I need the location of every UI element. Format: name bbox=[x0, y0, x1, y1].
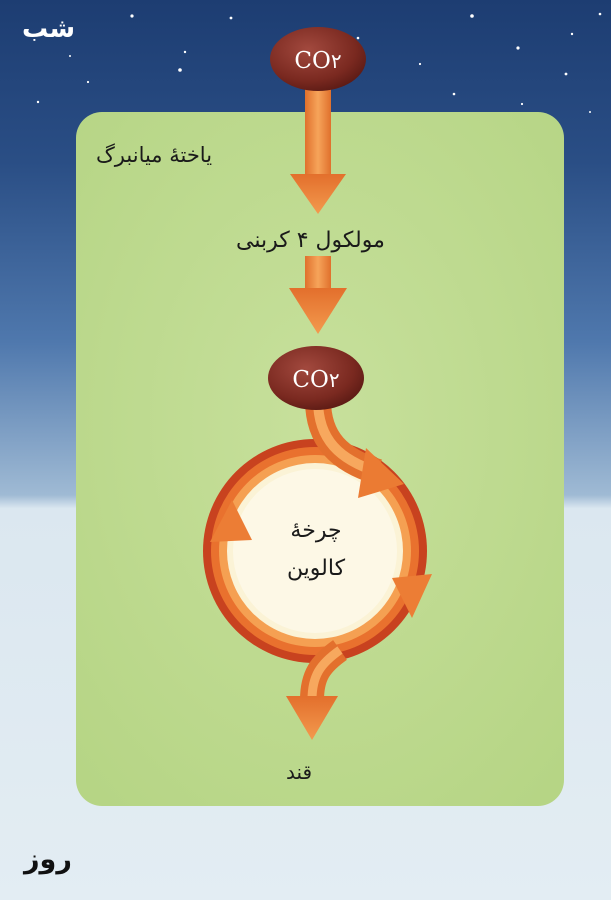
co2-top-text: CO bbox=[294, 48, 330, 74]
svg-text:CO۲: CO۲ bbox=[292, 367, 339, 393]
arrow-co2-into-cycle bbox=[305, 399, 404, 498]
arrow-co2-to-four-carbon bbox=[290, 82, 346, 214]
day-label: روز bbox=[24, 844, 72, 875]
co2-middle-text: CO bbox=[292, 367, 328, 393]
arrow-four-carbon-to-co2 bbox=[289, 256, 347, 334]
calvin-cycle-ring bbox=[203, 439, 427, 663]
co2-molecule-middle: CO۲ bbox=[268, 346, 364, 410]
cycle-arrowheads bbox=[210, 500, 432, 618]
svg-text:CO۲: CO۲ bbox=[294, 48, 341, 74]
mesophyll-cell-label: یاختهٔ میانبرگ bbox=[96, 143, 213, 167]
co2-molecule-top: CO۲ bbox=[270, 27, 366, 91]
four-carbon-molecule-label: مولکول ۴ کربنی bbox=[236, 228, 385, 253]
co2-top-subscript: ۲ bbox=[331, 49, 342, 73]
stars bbox=[36, 12, 602, 113]
calvin-cycle-label-line1: چرخهٔ bbox=[290, 518, 342, 543]
calvin-cycle-label-line2: کالوین bbox=[286, 556, 346, 581]
arrow-cycle-to-sugar bbox=[286, 640, 348, 740]
sugar-label: قند bbox=[286, 760, 313, 784]
co2-middle-subscript: ۲ bbox=[329, 368, 340, 392]
calvin-cycle-label: چرخهٔ کالوین bbox=[256, 512, 376, 588]
night-label: شب bbox=[22, 14, 76, 44]
